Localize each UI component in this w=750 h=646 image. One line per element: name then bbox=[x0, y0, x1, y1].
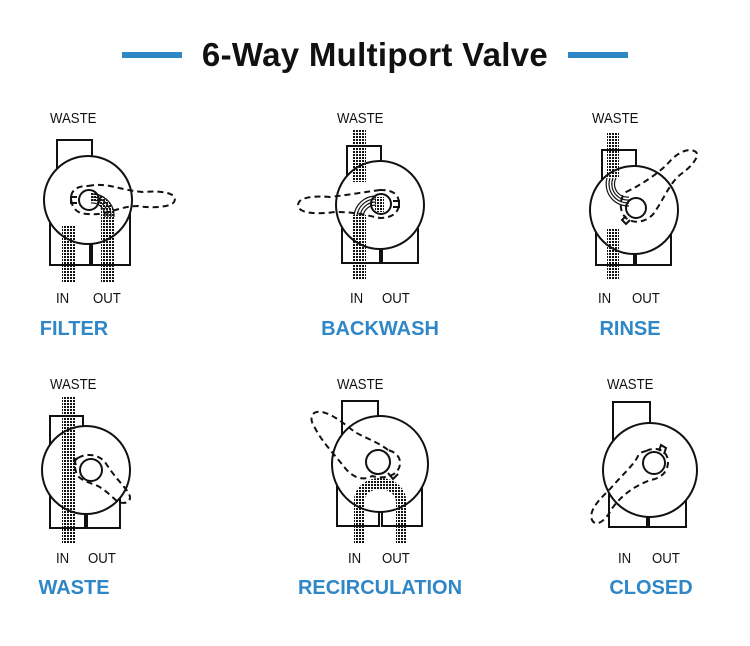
flow-curve bbox=[90, 192, 115, 217]
title-bar-right bbox=[568, 52, 629, 58]
valve-waste: WASTE IN OUT WASTE bbox=[0, 370, 208, 620]
mode-label-backwash: BACKWASH bbox=[321, 318, 439, 340]
valve-diagram-filter bbox=[43, 139, 176, 283]
mode-label-recirculation: RECIRCULATION bbox=[297, 577, 463, 599]
valve-backwash: WASTE IN OUT BACKWASH bbox=[260, 100, 500, 350]
in-label: IN bbox=[56, 550, 70, 567]
valve-rinse: WASTE IN OUT RINSE bbox=[516, 100, 750, 350]
out-label: OUT bbox=[652, 550, 680, 567]
valve-closed: WASTE IN OUT CLOSED bbox=[516, 370, 750, 620]
out-label: OUT bbox=[93, 290, 121, 307]
in-label: IN bbox=[56, 290, 70, 307]
waste-label: WASTE bbox=[50, 110, 97, 127]
valve-diagram-recirculation bbox=[310, 400, 429, 544]
header: 6-Way Multiport Valve bbox=[0, 30, 750, 80]
title-bar-left bbox=[121, 52, 182, 58]
mode-label-filter: FILTER bbox=[39, 318, 109, 340]
flow-in bbox=[353, 215, 366, 280]
valve-diagram-backwash bbox=[297, 130, 425, 280]
valve-filter: WASTE IN OUT FILTER bbox=[0, 100, 208, 350]
in-label: IN bbox=[348, 550, 362, 567]
mode-label-rinse: RINSE bbox=[599, 318, 661, 340]
flow-out bbox=[101, 210, 115, 283]
flow-waste bbox=[607, 133, 619, 178]
valve-diagram-rinse bbox=[589, 133, 698, 280]
out-label: OUT bbox=[382, 550, 410, 567]
mode-label-waste: WASTE bbox=[38, 577, 110, 599]
out-label: OUT bbox=[88, 550, 116, 567]
flow-waste bbox=[353, 130, 366, 182]
out-label: OUT bbox=[382, 290, 410, 307]
waste-label: WASTE bbox=[337, 110, 384, 127]
flow-in bbox=[62, 225, 75, 283]
in-label: IN bbox=[618, 550, 632, 567]
valve-diagram-closed bbox=[590, 401, 698, 528]
out-label: OUT bbox=[632, 290, 660, 307]
valve-recirculation: WASTE IN OUT RECIRCULATION bbox=[260, 370, 500, 620]
valve-diagram-waste bbox=[41, 396, 131, 544]
waste-label: WASTE bbox=[592, 110, 639, 127]
flow-in bbox=[607, 228, 619, 280]
page-title: 6-Way Multiport Valve bbox=[201, 36, 549, 73]
flow-in-to-out bbox=[354, 478, 406, 544]
waste-label: WASTE bbox=[50, 376, 97, 393]
waste-label: WASTE bbox=[337, 376, 384, 393]
mode-label-closed: CLOSED bbox=[609, 577, 693, 599]
in-label: IN bbox=[598, 290, 612, 307]
flow-waste bbox=[62, 396, 76, 544]
in-label: IN bbox=[350, 290, 364, 307]
waste-label: WASTE bbox=[607, 376, 654, 393]
flow-center bbox=[375, 197, 384, 212]
